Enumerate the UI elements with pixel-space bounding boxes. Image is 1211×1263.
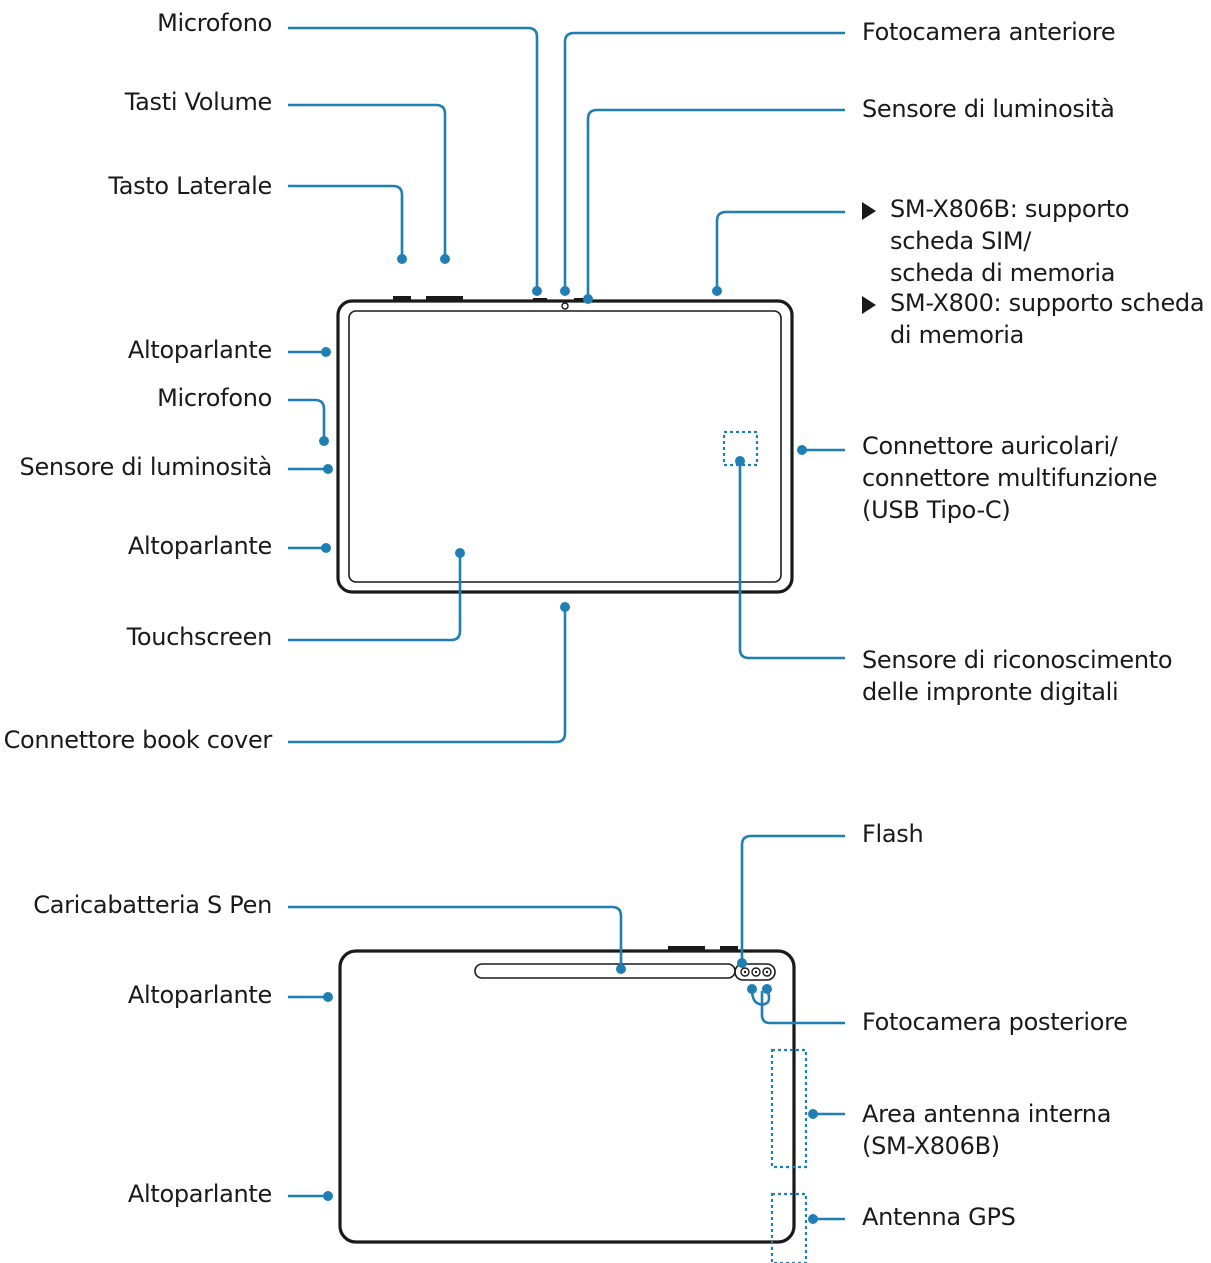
front-camera-shape: [561, 302, 569, 310]
back-device: [338, 946, 808, 1263]
bullet-icon: [862, 296, 876, 314]
label-microfono-top: Microfono: [157, 9, 272, 37]
label-sensore-luminosita-side: Sensore di luminosità: [19, 453, 273, 481]
label-tasti-volume: Tasti Volume: [124, 88, 273, 116]
label-antenna-gps: Antenna GPS: [862, 1203, 1016, 1231]
volume-keys-shape: [426, 296, 463, 301]
label-fotocamera-posteriore: Fotocamera posteriore: [862, 1008, 1128, 1036]
internal-antenna-area: [770, 1048, 808, 1169]
label-altoparlante-front-2: Altoparlante: [127, 532, 272, 560]
label-antenna-interna: Area antenna interna (SM-X806B): [862, 1100, 1112, 1160]
label-altoparlante-back-2: Altoparlante: [127, 1180, 272, 1208]
s-pen-charger-shape: [474, 963, 736, 979]
front-device: [336, 296, 794, 594]
label-fotocamera-anteriore: Fotocamera anteriore: [862, 18, 1116, 46]
side-key-shape: [393, 296, 411, 301]
label-touchscreen: Touchscreen: [126, 623, 273, 651]
back-leaders: [288, 834, 845, 1224]
label-tasto-laterale: Tasto Laterale: [108, 172, 272, 200]
label-sensore-impronte: Sensore di riconoscimento delle impronte…: [862, 646, 1173, 706]
label-altoparlante-front-1: Altoparlante: [127, 336, 272, 364]
rear-camera-module: [734, 963, 776, 981]
label-altoparlante-back-1: Altoparlante: [127, 981, 272, 1009]
label-caricabatteria-s-pen: Caricabatteria S Pen: [33, 891, 272, 919]
label-sensore-luminosita-top: Sensore di luminosità: [862, 95, 1115, 123]
bullet-icon: [862, 202, 876, 220]
label-flash: Flash: [862, 820, 924, 848]
label-connettore-auricolari: Connettore auricolari/ connettore multif…: [862, 432, 1158, 524]
label-sim-tray: SM-X806B: supporto scheda SIM/ scheda di…: [862, 193, 1130, 289]
front-leaders: [288, 26, 845, 744]
gps-antenna-area: [770, 1192, 808, 1263]
label-memory-tray: SM-X800: supporto scheda di memoria: [862, 287, 1205, 351]
label-connettore-book-cover: Connettore book cover: [3, 726, 273, 754]
label-microfono-side: Microfono: [157, 384, 272, 412]
fingerprint-area: [722, 430, 759, 467]
